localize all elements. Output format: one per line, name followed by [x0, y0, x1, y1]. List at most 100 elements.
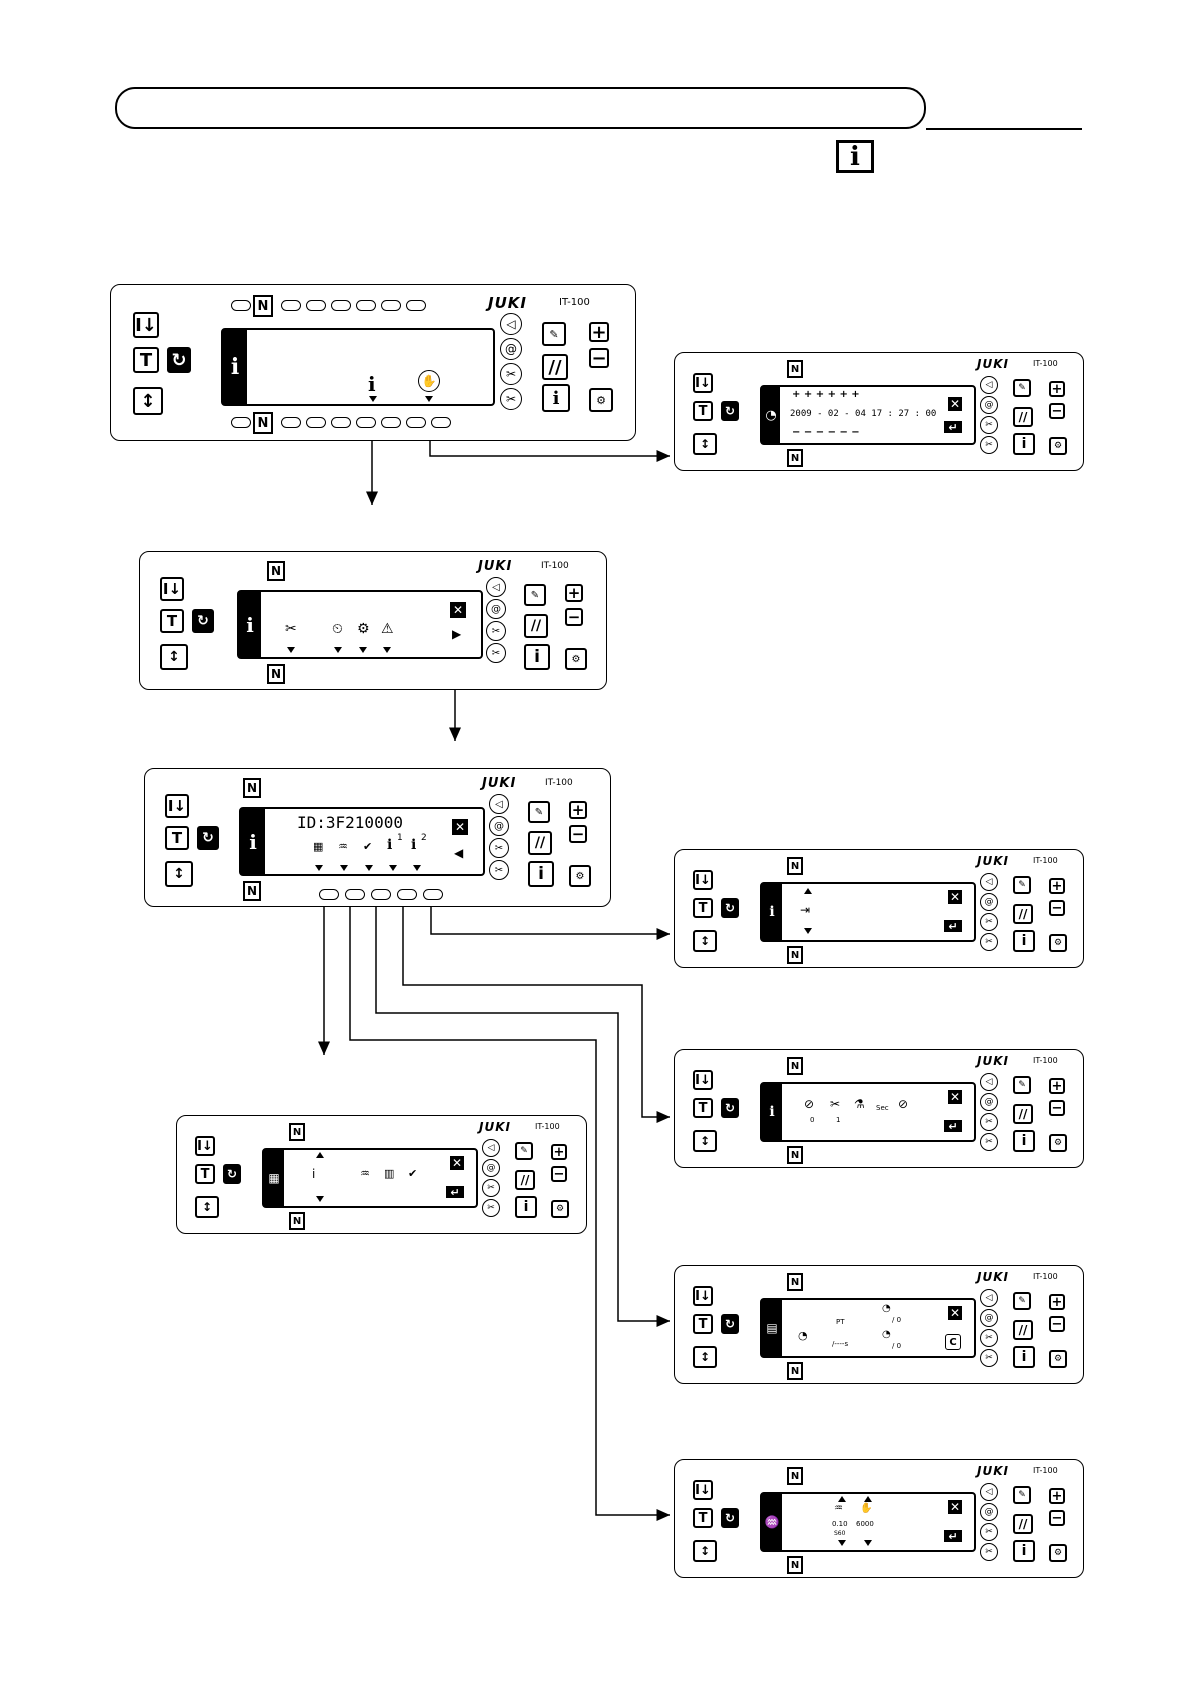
- tool-key[interactable]: ⚙: [589, 388, 613, 412]
- reset-key[interactable]: ↻: [223, 1164, 241, 1184]
- spiral-icon[interactable]: @: [486, 599, 506, 619]
- plus-key[interactable]: +: [1049, 1078, 1065, 1094]
- stitch-key[interactable]: ↕: [693, 1130, 717, 1152]
- info-key[interactable]: i: [528, 861, 554, 887]
- spiral-icon[interactable]: @: [980, 1309, 998, 1327]
- data-check-icon[interactable]: ✔: [363, 840, 373, 853]
- thread-trim-icon[interactable]: ✂: [980, 1329, 998, 1347]
- t-key[interactable]: T: [165, 826, 189, 850]
- scissors-icon[interactable]: ✂: [489, 860, 509, 880]
- close-icon[interactable]: ✕: [450, 1156, 464, 1170]
- needle-down-badge[interactable]: N: [787, 946, 803, 964]
- stitch-key[interactable]: ↕: [693, 1540, 717, 1562]
- reset-key[interactable]: ↻: [721, 1098, 739, 1118]
- scroll-down-icon[interactable]: [838, 1540, 846, 1546]
- slash-key[interactable]: //: [1013, 904, 1033, 924]
- close-icon[interactable]: ✕: [450, 602, 466, 618]
- needle-up-badge[interactable]: N: [267, 561, 285, 581]
- spiral-icon[interactable]: @: [500, 338, 522, 360]
- thread-trim-icon[interactable]: ✂: [482, 1179, 500, 1197]
- prev-page-icon[interactable]: ◀: [454, 846, 464, 860]
- edit-key[interactable]: ✎: [1013, 379, 1031, 397]
- lcd-key[interactable]: [371, 889, 391, 900]
- plus-key[interactable]: +: [1049, 381, 1065, 397]
- slash-key[interactable]: //: [528, 831, 552, 855]
- scroll-down-icon[interactable]: [316, 1196, 324, 1202]
- close-icon[interactable]: ✕: [948, 1306, 962, 1320]
- reset-key[interactable]: ↻: [167, 347, 191, 373]
- minus-key[interactable]: −: [565, 608, 583, 626]
- lcd-key[interactable]: [356, 417, 376, 428]
- thread-trim-icon[interactable]: ✂: [980, 1523, 998, 1541]
- thread-trim-icon[interactable]: ✂: [980, 416, 998, 434]
- thread-trim-icon[interactable]: ✂: [486, 621, 506, 641]
- needle-up-badge[interactable]: N: [243, 778, 261, 798]
- close-icon[interactable]: ✕: [948, 1500, 962, 1514]
- plus-key[interactable]: +: [1049, 1294, 1065, 1310]
- clock-hand-icon[interactable]: ✋: [418, 370, 440, 392]
- hand-info-1-icon[interactable]: i: [387, 837, 393, 853]
- reset-key[interactable]: ↻: [721, 1314, 739, 1334]
- scissors-icon[interactable]: ✂: [980, 933, 998, 951]
- needle-up-badge[interactable]: N: [787, 1467, 803, 1485]
- speed-icon[interactable]: ✋: [860, 1503, 873, 1514]
- lcd-key[interactable]: [319, 889, 339, 900]
- lcd-key[interactable]: [356, 300, 376, 311]
- tool-key[interactable]: ⚙: [1049, 1134, 1067, 1152]
- needle-up-badge[interactable]: N: [787, 1273, 803, 1291]
- close-icon[interactable]: ✕: [452, 819, 468, 835]
- scroll-up-icon[interactable]: [838, 1496, 846, 1502]
- thread-trim-icon[interactable]: ✂: [500, 363, 522, 385]
- minus-key[interactable]: −: [589, 348, 609, 369]
- minus-key[interactable]: −: [1049, 1316, 1065, 1332]
- plus-key[interactable]: +: [1049, 878, 1065, 894]
- tool-key[interactable]: ⚙: [551, 1200, 569, 1218]
- tool-key[interactable]: ⚙: [569, 865, 591, 887]
- scroll-up-icon[interactable]: [316, 1152, 324, 1158]
- wind-icon[interactable]: ◁: [980, 1483, 998, 1501]
- needle-down-badge[interactable]: N: [787, 1556, 803, 1574]
- edit-key[interactable]: ✎: [1013, 1292, 1031, 1310]
- lcd-key[interactable]: [406, 300, 426, 311]
- reset-key[interactable]: ↻: [721, 401, 739, 421]
- slash-key[interactable]: //: [1013, 407, 1033, 427]
- stitch-key[interactable]: ↕: [195, 1196, 219, 1218]
- lcd-key[interactable]: [306, 417, 326, 428]
- scissors-icon[interactable]: ✂: [980, 1133, 998, 1151]
- bobbin-icon[interactable]: ⊘: [804, 1097, 815, 1111]
- minus-key[interactable]: −: [1049, 900, 1065, 916]
- close-icon[interactable]: ✕: [948, 397, 962, 411]
- needle-up-badge[interactable]: N: [289, 1123, 305, 1141]
- clock-minus-row[interactable]: − − − − − −: [792, 427, 860, 438]
- slash-key[interactable]: //: [515, 1170, 535, 1190]
- lcd-key[interactable]: [331, 300, 351, 311]
- plus-key[interactable]: +: [551, 1144, 567, 1160]
- needle-down-badge[interactable]: N: [267, 664, 285, 684]
- needle-down-badge[interactable]: N: [253, 412, 273, 434]
- wind-icon[interactable]: ◁: [980, 376, 998, 394]
- lcd-key[interactable]: [381, 417, 401, 428]
- wind-icon[interactable]: ◁: [980, 1073, 998, 1091]
- stitch-key[interactable]: ↕: [165, 861, 193, 887]
- spiral-icon[interactable]: @: [980, 396, 998, 414]
- thread-key[interactable]: I↓: [195, 1136, 215, 1156]
- wind-icon[interactable]: ◁: [980, 873, 998, 891]
- reset-key[interactable]: ↻: [721, 898, 739, 918]
- slash-key[interactable]: //: [1013, 1514, 1033, 1534]
- clear-icon[interactable]: C: [945, 1334, 961, 1350]
- thread-trim-icon[interactable]: ✂: [980, 913, 998, 931]
- maintenance-icon[interactable]: ✂: [285, 621, 297, 637]
- wind-icon[interactable]: ◁: [486, 577, 506, 597]
- thread-trim-icon[interactable]: ✂: [489, 838, 509, 858]
- close-icon[interactable]: ✕: [948, 890, 962, 904]
- needle-down-badge[interactable]: N: [787, 1362, 803, 1380]
- info-key[interactable]: i: [1013, 930, 1035, 952]
- scissors-icon[interactable]: ✂: [486, 643, 506, 663]
- enter-icon[interactable]: ↵: [944, 920, 962, 933]
- t-key[interactable]: T: [160, 609, 184, 633]
- info-key[interactable]: i: [1013, 1346, 1035, 1368]
- slash-key[interactable]: //: [542, 354, 568, 380]
- minus-key[interactable]: −: [569, 825, 587, 843]
- scissors-icon[interactable]: ✂: [500, 388, 522, 410]
- needle-up-badge[interactable]: N: [253, 295, 273, 317]
